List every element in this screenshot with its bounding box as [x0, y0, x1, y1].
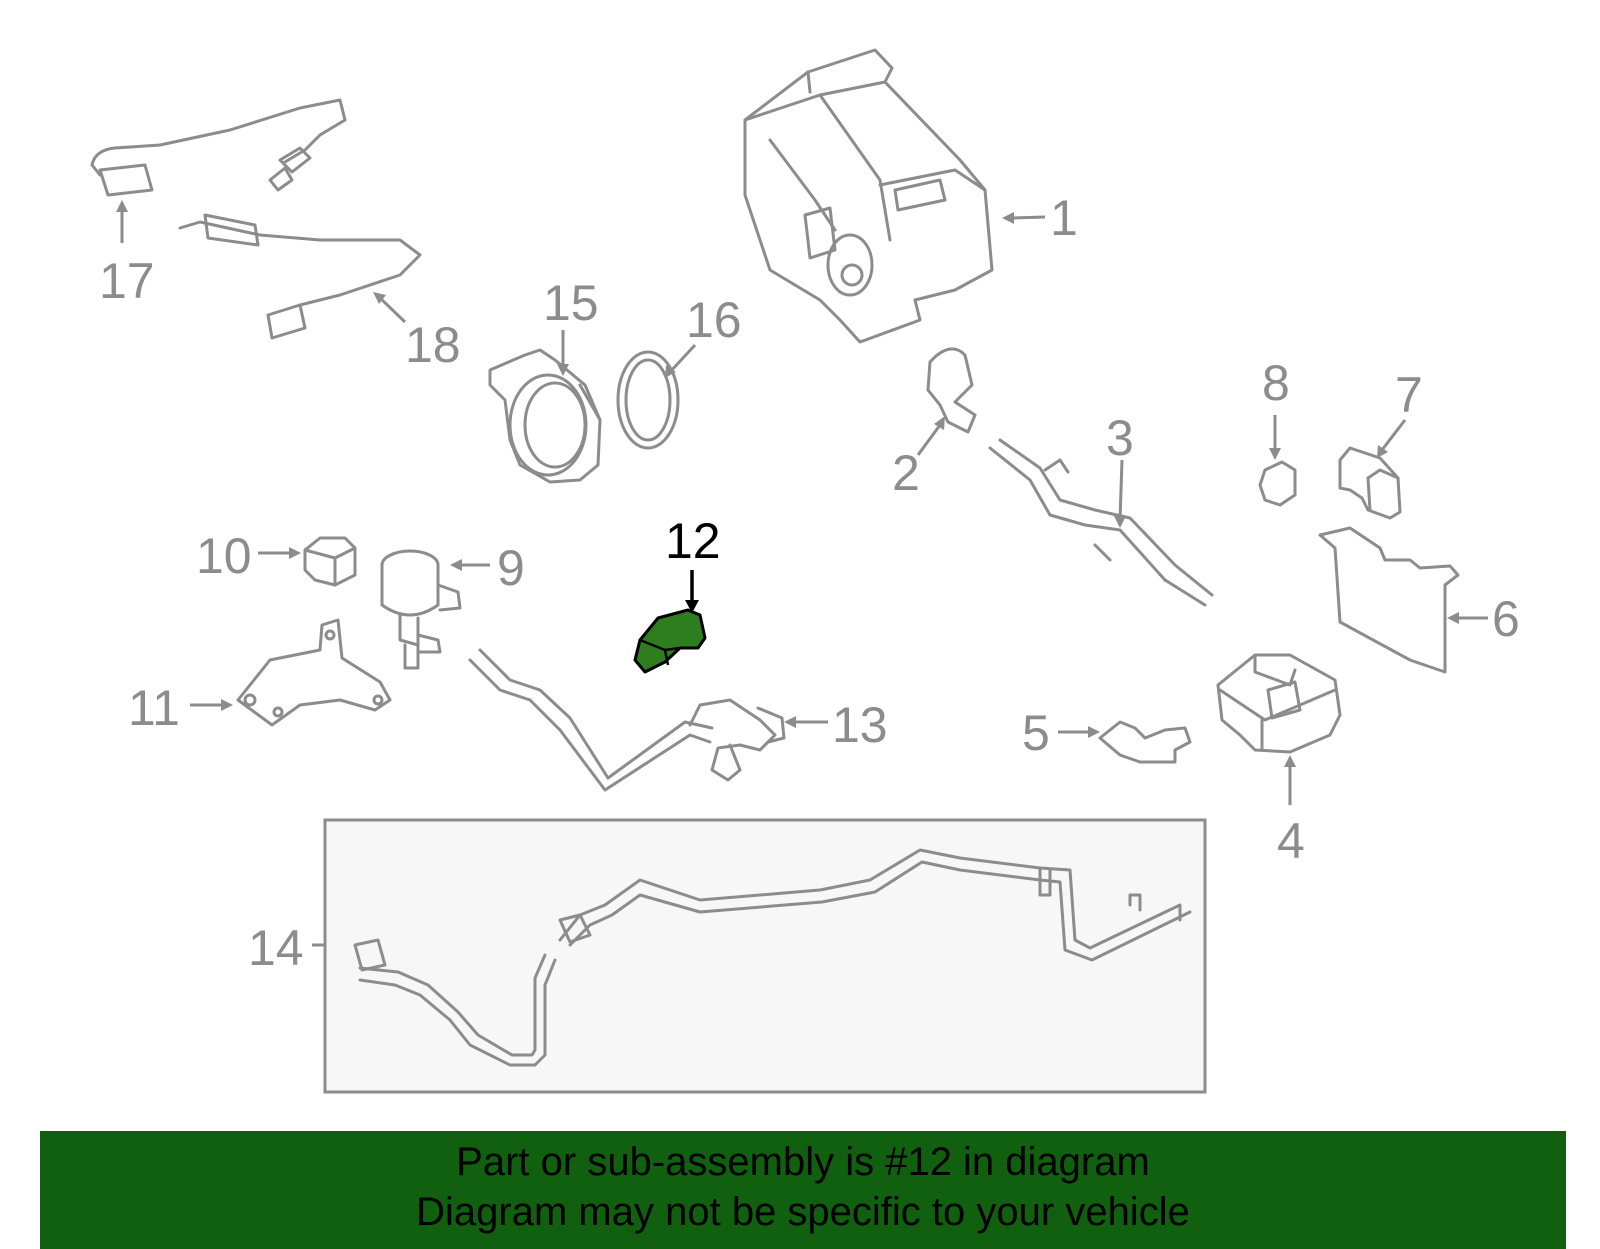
part-1-canister[interactable] [743, 48, 994, 344]
part-6-shield[interactable] [1318, 526, 1460, 674]
svg-text:7: 7 [1395, 367, 1423, 423]
part-13-hose[interactable] [468, 648, 786, 792]
callout-2: 2 [892, 416, 945, 501]
part-7-switch[interactable] [1338, 446, 1402, 520]
part-2-hose[interactable] [926, 347, 977, 434]
callout-9: 9 [450, 540, 525, 596]
svg-text:14: 14 [248, 920, 304, 976]
callout-13: 13 [784, 697, 888, 753]
part-8-cap[interactable] [1258, 460, 1297, 507]
svg-text:4: 4 [1277, 813, 1305, 869]
svg-text:8: 8 [1262, 355, 1290, 411]
banner-part-line: Part or sub-assembly is #12 in diagram [456, 1140, 1150, 1184]
callout-11: 11 [128, 680, 233, 736]
svg-text:17: 17 [99, 253, 155, 309]
callout-4: 4 [1277, 755, 1305, 869]
part-14-line-assembly[interactable] [323, 818, 1207, 1094]
part-18-o2-sensor[interactable] [178, 213, 422, 340]
part-16-gasket[interactable] [616, 350, 680, 450]
svg-text:9: 9 [497, 540, 525, 596]
callout-7: 7 [1377, 367, 1423, 458]
info-banner: Part or sub-assembly is #12 in diagram D… [40, 1131, 1566, 1249]
banner-disclaimer-line: Diagram may not be specific to your vehi… [416, 1190, 1190, 1234]
svg-text:1: 1 [1050, 190, 1078, 246]
callout-18: 18 [373, 292, 461, 373]
callout-12: 12 [665, 513, 721, 613]
svg-text:15: 15 [543, 275, 599, 331]
callout-6: 6 [1447, 591, 1520, 647]
callout-1: 1 [1002, 190, 1078, 246]
part-9-purge-valve[interactable] [380, 549, 462, 670]
part-17-o2-sensor[interactable] [90, 98, 347, 197]
parts-diagram: 1 2 3 4 5 6 7 8 9 10 [90, 48, 1520, 1094]
callout-17: 17 [99, 200, 155, 309]
callout-3: 3 [1106, 410, 1134, 528]
part-4-valve[interactable] [1216, 653, 1342, 754]
callout-14: 14 [248, 920, 325, 976]
svg-text:6: 6 [1492, 591, 1520, 647]
part-5-bracket[interactable] [1098, 720, 1192, 764]
part-3-pipe[interactable] [988, 438, 1214, 607]
callout-15: 15 [543, 275, 599, 376]
part-11-bracket[interactable] [236, 618, 392, 727]
part-15-pump[interactable] [488, 348, 602, 484]
svg-text:10: 10 [196, 528, 252, 584]
callout-10: 10 [196, 528, 301, 584]
svg-text:12: 12 [665, 513, 721, 569]
svg-text:11: 11 [128, 680, 180, 736]
svg-text:16: 16 [686, 292, 742, 348]
svg-text:13: 13 [832, 697, 888, 753]
part-12-sensor[interactable] [633, 608, 707, 674]
svg-text:5: 5 [1022, 705, 1050, 761]
callout-16: 16 [665, 292, 742, 378]
svg-text:18: 18 [405, 317, 461, 373]
part-10-connector[interactable] [303, 536, 357, 587]
svg-text:2: 2 [892, 445, 920, 501]
callout-8: 8 [1262, 355, 1290, 460]
callout-5: 5 [1022, 705, 1100, 761]
svg-text:3: 3 [1106, 410, 1134, 466]
